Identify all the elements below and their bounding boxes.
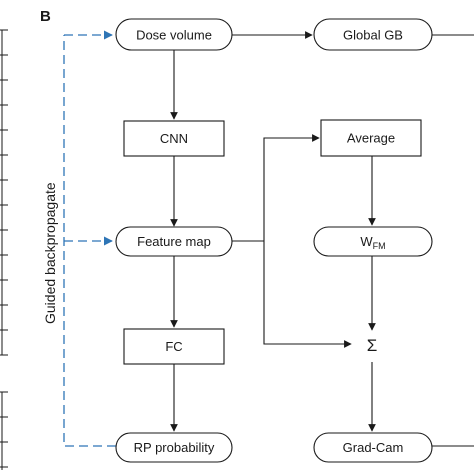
panel-label: B bbox=[40, 8, 51, 25]
node-global-gb: Global GB bbox=[313, 18, 433, 51]
average-label: Average bbox=[347, 131, 395, 146]
dose-volume-label: Dose volume bbox=[136, 28, 212, 43]
wfm-label: WFM bbox=[360, 234, 385, 251]
cnn-label: CNN bbox=[160, 131, 188, 146]
wfm-subscript: FM bbox=[373, 241, 386, 251]
node-sum: Σ bbox=[367, 336, 378, 355]
node-cnn: CNN bbox=[123, 120, 225, 157]
edge-junction-to-average bbox=[263, 134, 320, 241]
node-rp-probability: RP probability bbox=[115, 432, 233, 463]
node-feature-map: Feature map bbox=[115, 226, 233, 257]
fc-label: FC bbox=[165, 339, 182, 354]
node-dose-volume: Dose volume bbox=[115, 18, 233, 51]
dashed-backprop-path bbox=[63, 35, 116, 447]
node-wfm: WFM bbox=[313, 226, 433, 257]
left-panel-fragment bbox=[0, 29, 8, 470]
global-gb-label: Global GB bbox=[343, 28, 403, 43]
node-fc: FC bbox=[123, 328, 225, 365]
side-label: Guided backpropagate bbox=[42, 182, 58, 324]
feature-map-label: Feature map bbox=[137, 234, 211, 249]
grad-cam-label: Grad-Cam bbox=[343, 440, 404, 455]
edge-junction-to-sum bbox=[263, 241, 352, 348]
node-average: Average bbox=[320, 119, 422, 157]
sum-symbol: Σ bbox=[367, 336, 378, 355]
wfm-base: W bbox=[360, 234, 373, 249]
rp-probability-label: RP probability bbox=[134, 440, 215, 455]
node-grad-cam: Grad-Cam bbox=[313, 432, 433, 463]
